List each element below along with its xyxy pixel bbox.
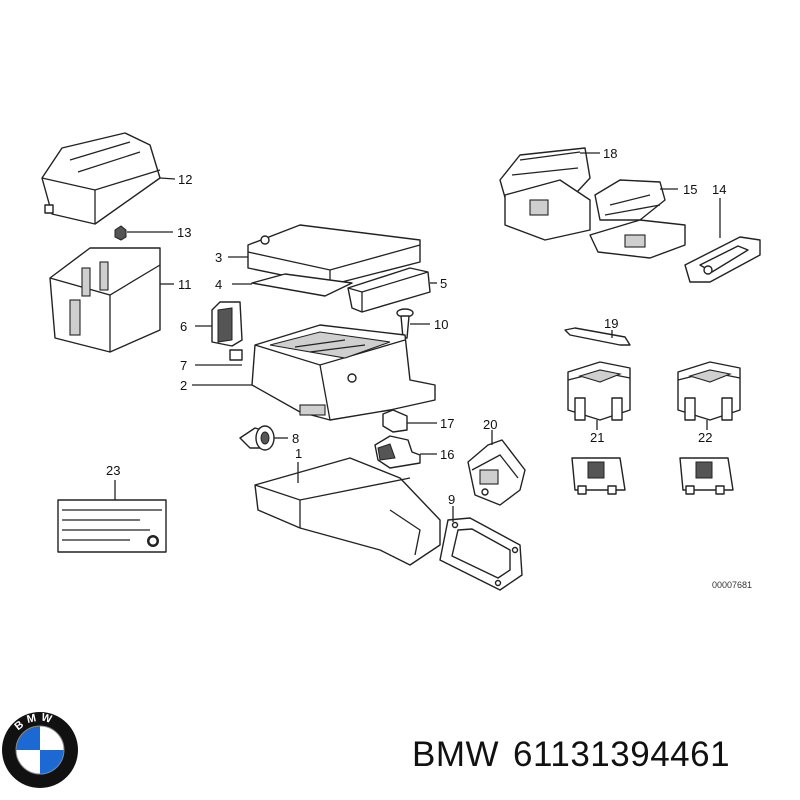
drawing-number: 00007681	[712, 580, 752, 590]
part-4-gasket	[232, 273, 353, 297]
callout-11: 11	[178, 277, 192, 292]
callout-3: 3	[215, 250, 222, 265]
callout-13: 13	[177, 225, 191, 240]
part-14-bracket	[684, 198, 761, 283]
callout-14: 14	[712, 182, 726, 197]
part-23-label	[57, 480, 167, 553]
part-12-cover	[41, 132, 176, 225]
part-13-nut	[114, 225, 173, 241]
logo-quadrant-blue-1	[16, 726, 40, 750]
logo-quadrant-blue-2	[40, 750, 64, 774]
callout-2: 2	[180, 378, 187, 393]
caption-brand: BMW	[412, 735, 500, 774]
part-16-holder	[374, 435, 437, 469]
callout-15: 15	[683, 182, 697, 197]
callout-9: 9	[448, 492, 455, 507]
part-22-relay	[677, 361, 741, 495]
callout-22: 22	[698, 430, 712, 445]
bmw-logo-icon: BMW	[2, 711, 78, 788]
part-18-socket	[499, 147, 600, 241]
part-11-tray	[49, 247, 174, 353]
callout-4: 4	[215, 277, 222, 292]
callout-20: 20	[483, 417, 497, 432]
callout-12: 12	[178, 172, 192, 187]
part-6-connector	[195, 301, 243, 347]
callout-16: 16	[440, 447, 454, 462]
part-3-lid	[228, 224, 421, 286]
part-19-strip	[564, 327, 631, 346]
caption-part-number: 61131394461	[513, 735, 731, 774]
part-10-screw	[396, 308, 430, 339]
callout-18: 18	[603, 146, 617, 161]
part-caption: BMW 61131394461	[412, 735, 744, 775]
callout-6: 6	[180, 319, 187, 334]
callout-5: 5	[440, 276, 447, 291]
callout-1: 1	[295, 446, 302, 461]
callout-21: 21	[590, 430, 604, 445]
part-17-clip	[382, 409, 437, 433]
callout-labels: 1 2 3 4 5 6 7 8 9 10 11 12 13 14 15 16 1…	[106, 146, 726, 507]
callout-19: 19	[604, 316, 618, 331]
callout-23: 23	[106, 463, 120, 478]
part-8-grommet	[239, 425, 288, 451]
part-1-housing	[254, 457, 441, 566]
callout-17: 17	[440, 416, 454, 431]
callout-10: 10	[434, 317, 448, 332]
part-9-seal	[439, 506, 523, 591]
part-2-box	[192, 324, 436, 421]
callout-8: 8	[292, 431, 299, 446]
part-5-plate	[347, 267, 437, 313]
callout-7: 7	[180, 358, 187, 373]
part-20-plate	[467, 430, 526, 506]
part-7-fuse	[195, 349, 243, 366]
part-21-relay	[567, 361, 631, 495]
part-15-socket	[589, 179, 686, 259]
